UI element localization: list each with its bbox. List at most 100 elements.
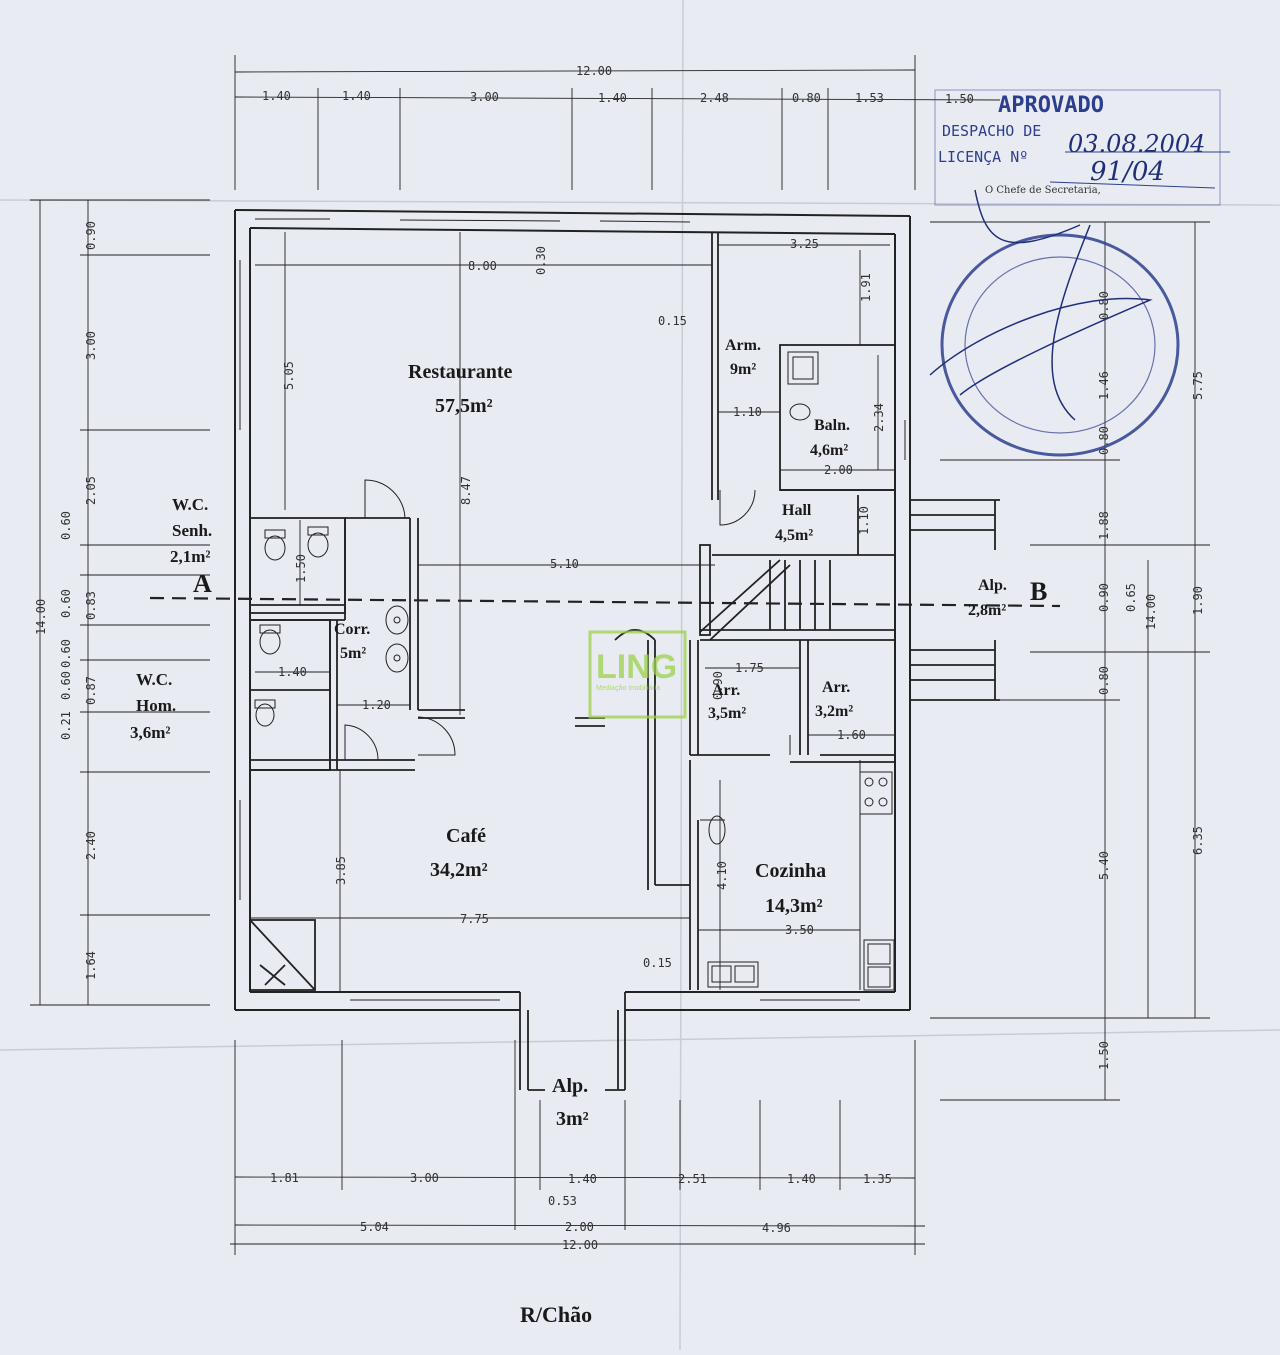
dim-left-seg-2: 3.00 <box>84 331 98 360</box>
room-baln-area: 4,6m² <box>810 442 848 459</box>
dim-int-4-10: 4.10 <box>715 861 729 890</box>
dim-right-outer-2: 1.90 <box>1191 586 1205 615</box>
dim-int-1-10b: 1.10 <box>857 506 871 535</box>
room-baln-name: Baln. <box>814 417 850 434</box>
dim-right-outer-3: 6.35 <box>1191 826 1205 855</box>
dim-int-3-50: 3.50 <box>785 923 814 937</box>
dim-left-seg-6: 0.83 <box>84 591 98 620</box>
dim-right-inner-1: 0.80 <box>1097 291 1111 320</box>
dim-top-seg-7: 1.53 <box>855 91 884 105</box>
dim-left-seg-12: 1.64 <box>84 951 98 980</box>
room-wc-hom-name2: Hom. <box>136 696 176 715</box>
dim-int-5-10: 5.10 <box>550 557 579 571</box>
room-alp-front-name: Alp. <box>552 1075 588 1097</box>
room-wc-senh-name2: Senh. <box>172 521 212 540</box>
dim-left-seg-4: 0.60 <box>59 511 73 540</box>
stamp-despacho-label: DESPACHO DE <box>942 122 1041 140</box>
section-marker-b: B <box>1030 577 1047 606</box>
room-cozinha-area: 14,3m² <box>765 895 823 917</box>
room-cafe-area: 34,2m² <box>430 859 488 881</box>
outer-walls <box>234 209 911 1011</box>
dim-right-outer-1: 5.75 <box>1191 371 1205 400</box>
dim-int-0-30: 0.30 <box>534 246 548 275</box>
room-arr-left-name: Arr. <box>712 682 740 699</box>
room-restaurante-name: Restaurante <box>408 361 513 383</box>
dim-int-3-25: 3.25 <box>790 237 819 251</box>
room-corr-name: Corr. <box>334 621 370 638</box>
dimension-lines <box>30 55 1210 1255</box>
dim-top-total: 12.00 <box>576 64 612 78</box>
dim-int-8-00: 8.00 <box>468 259 497 273</box>
dim-bottom-row2-2: 2.00 <box>565 1220 594 1234</box>
sanitary-fixtures <box>254 351 895 991</box>
stamp-heading: APROVADO <box>998 93 1104 118</box>
dim-bottom-1: 1.81 <box>270 1171 299 1185</box>
room-arr-right-name: Arr. <box>822 679 850 696</box>
room-alp-side-area: 2,8m² <box>968 602 1006 619</box>
room-cafe-name: Café <box>446 825 486 847</box>
dim-top-seg-3: 3.00 <box>470 90 499 104</box>
room-alp-side-name: Alp. <box>978 577 1007 594</box>
dim-right-inner-8: 5.40 <box>1097 851 1111 880</box>
dim-bottom-extra: 0.53 <box>548 1194 577 1208</box>
dim-left-seg-3: 2.05 <box>84 476 98 505</box>
dim-int-5-05: 5.05 <box>282 361 296 390</box>
dim-int-7-75: 7.75 <box>460 912 489 926</box>
dim-left-seg-1: 0.90 <box>84 221 98 250</box>
dim-right-inner-6: 0.65 <box>1124 583 1138 612</box>
room-wc-senh-name1: W.C. <box>172 495 208 514</box>
dim-top-seg-4: 1.40 <box>598 91 627 105</box>
room-arr-left-area: 3,5m² <box>708 705 746 722</box>
dim-bottom-5: 1.40 <box>787 1172 816 1186</box>
room-arm-name: Arm. <box>725 337 761 354</box>
windows <box>239 218 906 1001</box>
dim-int-1-60: 1.60 <box>837 728 866 742</box>
stamp-despacho-value: 03.08.2004 <box>1068 130 1205 158</box>
dim-left-seg-7: 0.60 <box>59 671 73 700</box>
room-wc-hom-area: 3,6m² <box>130 723 171 742</box>
dim-int-1-50: 1.50 <box>294 554 308 583</box>
dim-left-seg-11: 2.40 <box>84 831 98 860</box>
dim-left-seg-5: 0.60 <box>59 589 73 618</box>
stamp-licenca-label: LICENÇA Nº <box>938 148 1028 166</box>
dim-right-outer-total: 14.00 <box>1144 594 1158 630</box>
room-wc-senh-area: 2,1m² <box>170 547 211 566</box>
room-hall-area: 4,5m² <box>775 527 813 544</box>
room-arr-right-area: 3,2m² <box>815 703 853 720</box>
dim-top-seg-6: 0.80 <box>792 91 821 105</box>
dim-bottom-row2-3: 4.96 <box>762 1221 791 1235</box>
room-restaurante-area: 57,5m² <box>435 395 493 417</box>
dim-int-1-40: 1.40 <box>278 665 307 679</box>
dim-int-1-91: 1.91 <box>859 273 873 302</box>
dim-top-seg-5: 2.48 <box>700 91 729 105</box>
dim-bottom-2: 3.00 <box>410 1171 439 1185</box>
dim-bottom-total: 12.00 <box>562 1238 598 1252</box>
room-cozinha-name: Cozinha <box>755 860 826 882</box>
dim-int-0-15a: 0.15 <box>658 314 687 328</box>
stamp-chefe-line: O Chefe de Secretaria, <box>985 185 1101 196</box>
dim-int-1-75: 1.75 <box>735 661 764 675</box>
dim-top-seg-8: 1.50 <box>945 92 974 106</box>
dim-int-0-15b: 0.15 <box>643 956 672 970</box>
dim-right-inner-9: 1.50 <box>1097 1041 1111 1070</box>
dim-right-inner-7: 0.80 <box>1097 666 1111 695</box>
dim-right-inner-3: 0.80 <box>1097 426 1111 455</box>
dim-int-1-10a: 1.10 <box>733 405 762 419</box>
room-wc-hom-name1: W.C. <box>136 670 172 689</box>
dim-right-inner-5: 0.90 <box>1097 583 1111 612</box>
dim-bottom-6: 1.35 <box>863 1172 892 1186</box>
interior-walls <box>249 232 1000 1091</box>
dim-left-seg-10: 0.21 <box>59 711 73 740</box>
plan-title: R/Chão <box>520 1302 592 1327</box>
dim-int-0-90: 0.90 <box>711 671 725 700</box>
approval-stamp: APROVADO DESPACHO DE 03.08.2004 LICENÇA … <box>929 89 1230 457</box>
dim-top-seg-2: 1.40 <box>342 89 371 103</box>
room-alp-front-area: 3m² <box>556 1108 589 1130</box>
watermark-subtext: Mediação Imobiliária <box>596 685 660 692</box>
dim-left-total: 14.00 <box>34 599 48 635</box>
room-arm-area: 9m² <box>730 361 756 378</box>
dim-int-2-34: 2.34 <box>872 403 886 432</box>
